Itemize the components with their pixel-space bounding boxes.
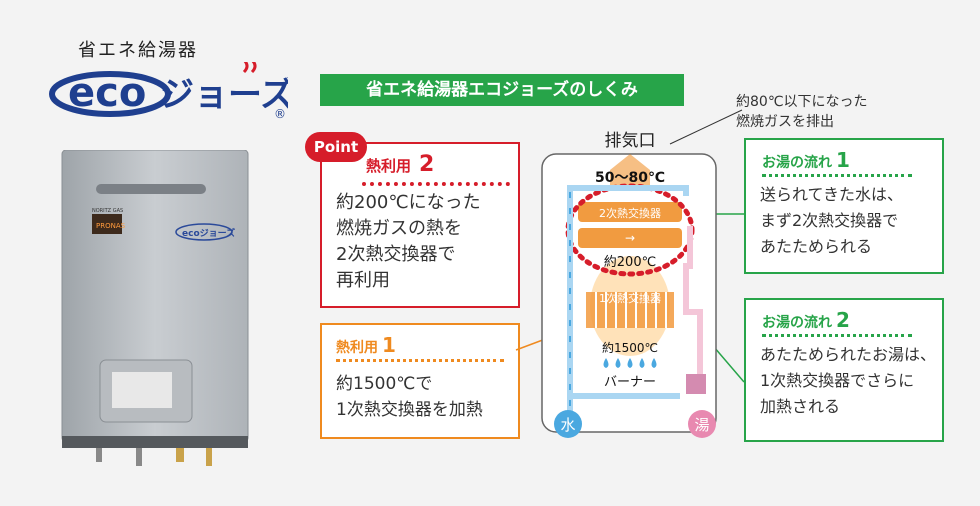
logo-registered: ® — [274, 107, 286, 121]
hot-water-label: 湯 — [694, 416, 709, 434]
heat-use-2-number: 2 — [419, 152, 435, 177]
exhaust-note-line1: 約80℃以下になった — [736, 94, 868, 110]
heat-use-1-body: 約1500℃で 1次熱交換器を加熱 — [336, 374, 483, 420]
secondary-exchanger-label: 2次熱交換器 — [599, 206, 661, 220]
diagram-title-banner: 省エネ給湯器エコジョーズのしくみ — [320, 74, 684, 106]
divider — [336, 359, 504, 362]
water-inlet-icon — [554, 410, 582, 438]
svg-text:eco: eco — [68, 70, 146, 116]
product-category: 省エネ給湯器 — [78, 40, 198, 61]
primary-exchanger-label: 1次熱交換器 — [599, 291, 661, 305]
exhaust-label: 排気口 — [605, 131, 656, 151]
heat-use-2-body: 約200℃になった 燃焼ガスの熱を 2次熱交換器で 再利用 — [336, 192, 481, 291]
svg-text:→: → — [625, 231, 635, 245]
heat-use-1-number: 1 — [382, 333, 396, 357]
water-flow-1-body: 送られてきた水は、 まず2次熱交換器で あたためられる — [760, 185, 904, 256]
mid-temp-label: 約200℃ — [604, 255, 656, 270]
water-flow-2-number: 2 — [836, 308, 850, 332]
exhaust-note-line2: 燃焼ガスを排出 — [736, 114, 834, 130]
hot-water-outlet-icon — [688, 410, 716, 438]
water-heater-image: PRONAS NORITZ GAS ecoジョーズ — [61, 150, 249, 466]
exhaust-note: 約80℃以下になった 燃焼ガスを排出 — [736, 92, 868, 132]
divider — [762, 174, 912, 177]
divider — [762, 334, 912, 337]
svg-text:ecoジョーズ: ecoジョーズ — [182, 227, 235, 239]
heater-brand-text: PRONAS — [96, 222, 126, 230]
mechanism-diagram: 排気口 50〜80℃ 2次熱交換器 → 約200℃ 1次熱交換器 約1500℃ … — [541, 131, 717, 438]
exhaust-temp-label: 50〜80℃ — [595, 170, 665, 186]
burner-label: バーナー — [604, 375, 656, 390]
divider — [362, 182, 510, 186]
burner-temp-label: 約1500℃ — [602, 340, 658, 355]
logo-text: ジョーズ — [160, 75, 288, 115]
point-badge: Point — [305, 132, 367, 162]
ecojozu-logo: eco ジョーズ ® — [49, 62, 288, 121]
water-label: 水 — [560, 416, 575, 434]
water-flow-2-body: あたためられたお湯は、 1次熱交換器でさらに 加熱される — [760, 345, 937, 416]
exhaust-note-leader — [669, 109, 743, 145]
svg-text:NORITZ GAS: NORITZ GAS — [92, 208, 123, 214]
water-flow-1-number: 1 — [836, 148, 850, 172]
